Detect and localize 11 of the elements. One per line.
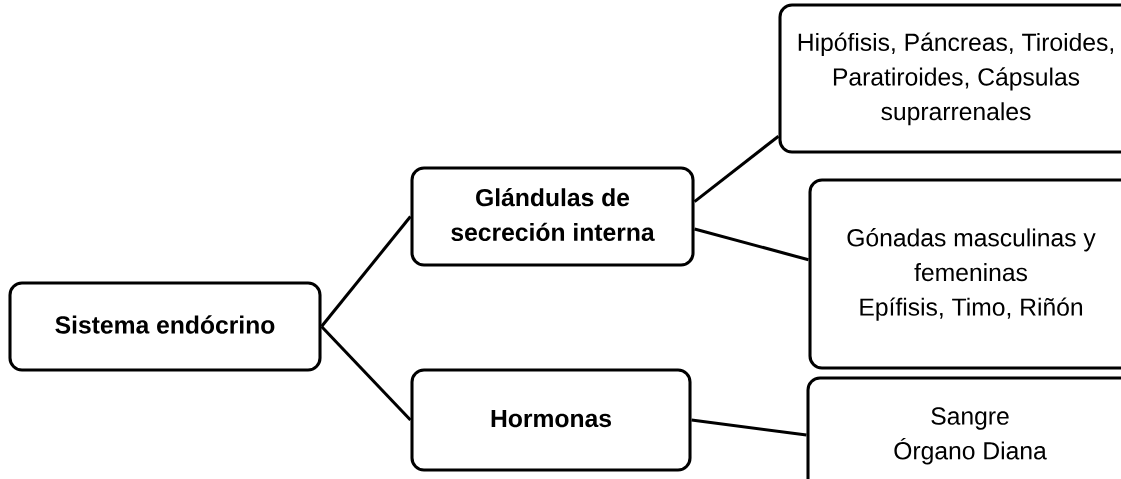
connector-line xyxy=(693,135,780,203)
text-box: Glándulas de secreción interna xyxy=(410,166,695,267)
connector-line xyxy=(691,418,807,437)
connector-line xyxy=(320,325,412,422)
text-box: Sangre Órgano Diana xyxy=(806,376,1121,479)
connector-line xyxy=(320,215,412,328)
text-box: Gónadas masculinas y femeninas Epífisis, Timo, Riñón xyxy=(808,178,1121,370)
text-box: Hormonas xyxy=(410,368,692,472)
connector-line xyxy=(694,227,809,262)
text-box: Hipófisis, Páncreas, Tiroides, Paratiroides, Cápsulas suprarrenales xyxy=(778,3,1121,154)
text-box: Sistema endócrino xyxy=(8,281,322,372)
